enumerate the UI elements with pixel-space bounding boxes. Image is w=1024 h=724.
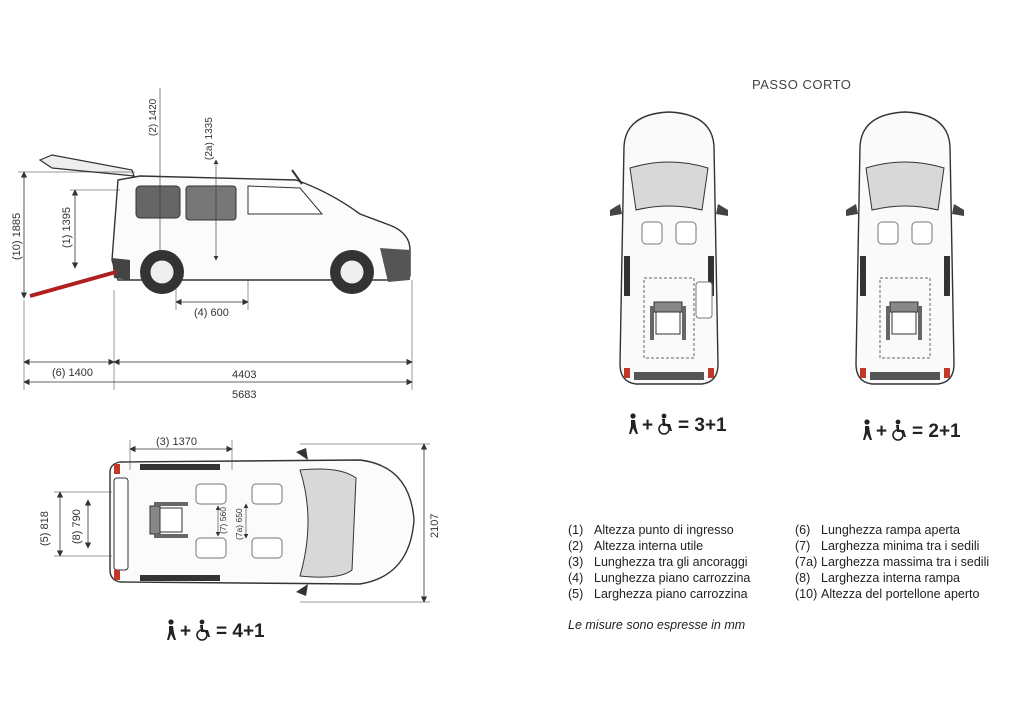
dim-7a: (7a) 650: [234, 508, 244, 540]
caption-4plus1: += 4+1: [167, 619, 265, 642]
dim-1: (1) 1395: [61, 207, 73, 248]
dim-5: (5) 818: [39, 511, 51, 546]
page-title: PASSO CORTO: [752, 77, 852, 92]
legend-item: (6)Lunghezza rampa aperta: [795, 523, 960, 537]
side-view-van: [29, 154, 411, 298]
dim-2a: (2a) 1335: [204, 117, 215, 160]
dim-7: (7) 560: [218, 507, 228, 534]
units-note: Le misure sono espresse in mm: [568, 618, 746, 632]
dim-10: (10) 1885: [11, 213, 23, 260]
legend-item: (5)Larghezza piano carrozzina: [568, 587, 748, 601]
person-icon: [167, 619, 176, 640]
legend-item: (7)Larghezza minima tra i sedili: [795, 539, 980, 553]
person-icon: [863, 419, 872, 440]
dim-8: (8) 790: [71, 509, 83, 544]
legend-item: (7a)Larghezza massima tra i sedili: [795, 555, 990, 569]
legend-item: (1)Altezza punto di ingresso: [568, 523, 734, 537]
dim-3: (3) 1370: [156, 436, 197, 448]
dim-width: 2107: [429, 514, 441, 538]
wheelchair-icon: [658, 413, 672, 435]
caption-3plus1-text: += 3+1: [642, 415, 727, 436]
legend-item: (3)Lunghezza tra gli ancoraggi: [568, 555, 748, 569]
dim-length: 4403: [232, 369, 256, 381]
legend-right: (6)Lunghezza rampa aperta (7)Larghezza m…: [795, 522, 989, 602]
caption-2plus1-text: += 2+1: [876, 421, 961, 442]
legend-item: (8)Larghezza interna rampa: [795, 571, 960, 585]
caption-4plus1-text: += 4+1: [180, 621, 265, 642]
top-view-van-2plus1: [845, 111, 965, 385]
wheelchair-icon: [892, 419, 906, 441]
top-view-van: [109, 448, 415, 596]
dim-6: (6) 1400: [52, 367, 93, 379]
legend-item: (4)Lunghezza piano carrozzina: [568, 571, 751, 585]
top-view-van-3plus1: [609, 111, 729, 385]
legend-item: (10)Altezza del portellone aperto: [795, 587, 980, 601]
legend-item: (2)Altezza interna utile: [568, 539, 704, 553]
person-icon: [629, 413, 638, 434]
dim-2: (2) 1420: [148, 98, 159, 136]
legend-left: (1)Altezza punto di ingresso (2)Altezza …: [568, 522, 750, 602]
wheelchair-icon: [196, 619, 210, 641]
caption-2plus1: += 2+1: [863, 419, 961, 442]
dim-total: 5683: [232, 389, 256, 401]
dim-4: (4) 600: [194, 307, 229, 319]
caption-3plus1: += 3+1: [629, 413, 727, 436]
